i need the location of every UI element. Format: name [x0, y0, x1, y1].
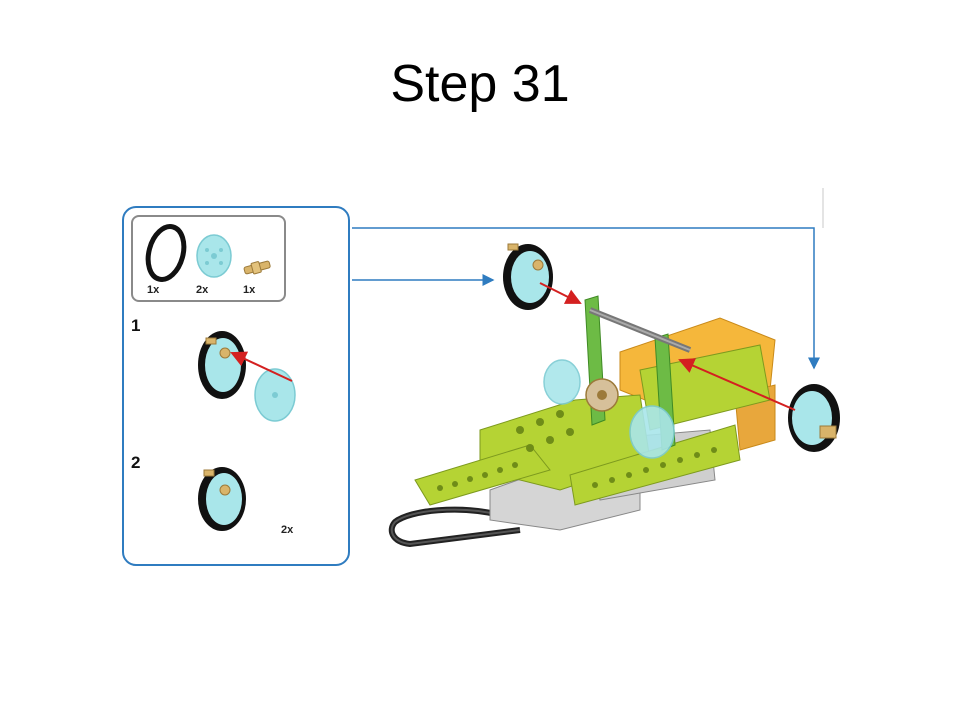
axle-pin-part-icon: [243, 260, 271, 275]
part-qty-tire: 1x: [147, 284, 160, 296]
substep-2-number: 2: [131, 453, 141, 472]
wheel-hub-part-icon: [196, 234, 232, 278]
substep-2-multiplier: 2x: [281, 524, 294, 536]
tire-part-icon: [145, 224, 187, 282]
main-model-assembly: [388, 295, 776, 548]
right-wheel-incoming: [678, 358, 840, 452]
page-title: Step 31: [390, 55, 570, 113]
part-qty-axle-pin: 1x: [243, 284, 256, 296]
left-wheel-incoming: [503, 243, 582, 310]
substep-2-wheel-assembly: [198, 467, 246, 531]
callout-connectors: [352, 188, 824, 370]
substep-1-number: 1: [131, 316, 141, 335]
part-qty-wheel-hub: 2x: [196, 284, 209, 296]
substep-1-wheel-assembly: [198, 331, 296, 422]
